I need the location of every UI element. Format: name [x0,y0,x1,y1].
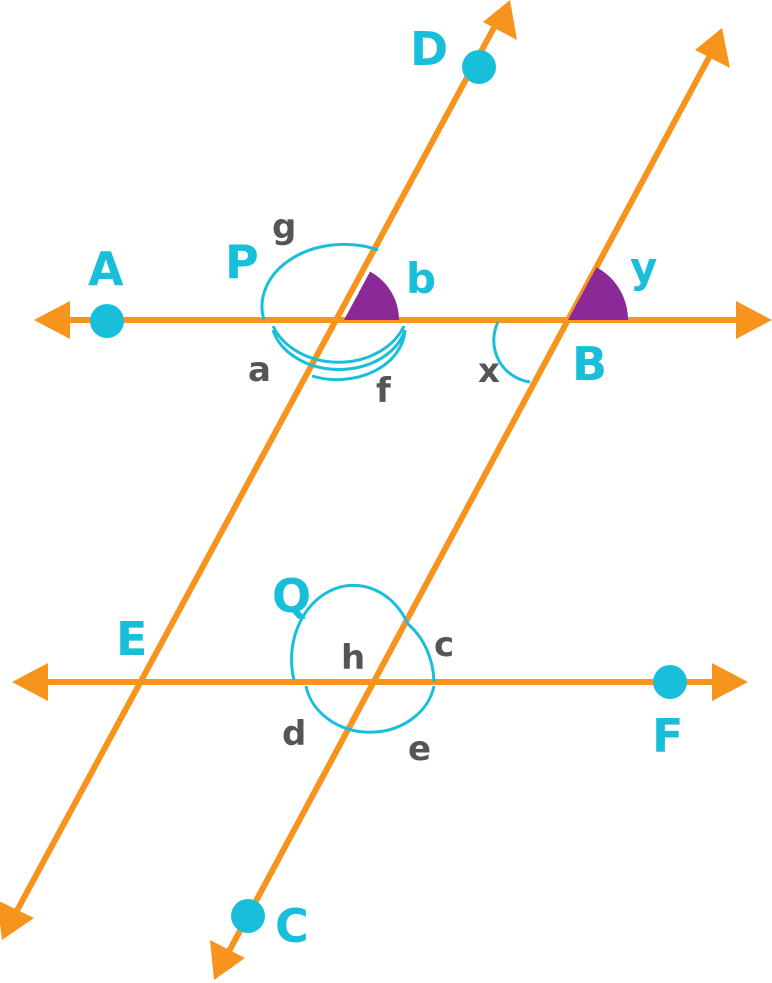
angle-label-a: a [248,350,271,390]
label-D: D [410,22,448,76]
transversal-BC [224,48,716,957]
arc-upper-left-bottom-full [271,325,406,364]
point-C [231,899,265,933]
point-A [90,304,124,338]
arc-upper-left-bottom [271,329,407,382]
arrow-head-bottom-right-transversal [210,940,245,980]
arrow-head-left-upper [34,301,70,339]
label-B: B [572,337,607,391]
angle-label-x: x [478,351,500,391]
point-D [462,50,496,84]
arc-x [492,321,531,384]
label-A: A [88,242,124,296]
arrow-head-right-upper [736,301,772,339]
arrow-head-top-right-transversal [695,28,730,68]
arc-lower-top [290,583,410,681]
angle-label-h: h [341,638,365,678]
point-F [653,665,687,699]
label-E: E [116,612,147,666]
angle-label-c: c [434,625,454,665]
arc-lower-right [407,622,436,683]
angle-label-y: y [630,243,657,292]
angle-label-f: f [376,371,392,411]
label-Q: Q [272,569,311,623]
angle-label-e: e [408,729,431,769]
transversal-DE [10,20,500,920]
angle-label-d: d [282,714,306,754]
filled-angle-y [568,267,628,320]
angle-label-g: g [272,207,296,247]
arc-upper-left-top [260,242,379,321]
arrow-head-right-lower [712,663,748,701]
arc-lower-bottom [304,685,436,734]
arrow-head-top-left-transversal [483,0,517,40]
label-C: C [275,899,309,953]
arrow-head-left-lower [12,663,48,701]
arrow-head-bottom-left-transversal [0,901,34,940]
filled-angle-b [344,271,399,320]
label-F: F [652,709,683,763]
angle-label-b: b [406,254,436,303]
label-P: P [225,235,259,289]
